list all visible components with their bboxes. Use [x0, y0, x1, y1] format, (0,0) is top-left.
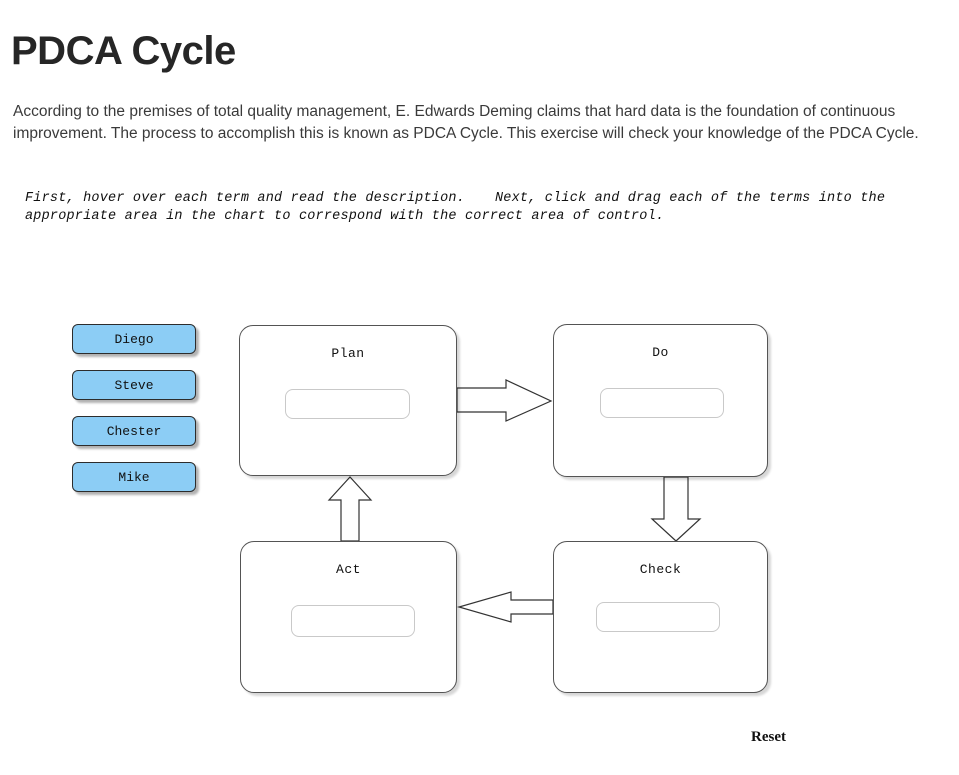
arrow-check-to-act — [456, 591, 554, 623]
stage-box-plan[interactable]: Plan — [239, 325, 457, 476]
dropzone-do[interactable] — [600, 388, 724, 418]
instructions-part-1: First, hover over each term and read the… — [25, 191, 465, 206]
term-button-chester[interactable]: Chester — [72, 416, 196, 446]
arrow-plan-to-do — [456, 379, 553, 422]
stage-label-plan: Plan — [331, 346, 365, 361]
stage-box-act[interactable]: Act — [240, 541, 457, 693]
intro-paragraph: According to the premises of total quali… — [13, 102, 919, 142]
stage-box-check[interactable]: Check — [553, 541, 768, 693]
stage-box-do[interactable]: Do — [553, 324, 768, 477]
term-list: Diego Steve Chester Mike — [72, 324, 200, 508]
page-title: PDCA Cycle — [11, 28, 236, 73]
term-button-mike[interactable]: Mike — [72, 462, 196, 492]
dropzone-check[interactable] — [596, 602, 720, 632]
term-button-steve[interactable]: Steve — [72, 370, 196, 400]
term-button-diego[interactable]: Diego — [72, 324, 196, 354]
stage-label-check: Check — [639, 562, 682, 577]
arrow-do-to-check — [650, 476, 702, 542]
dropzone-plan[interactable] — [285, 389, 410, 419]
reset-button[interactable]: Reset — [751, 729, 786, 745]
stage-label-do: Do — [652, 345, 669, 360]
instructions-part-2: Next, click and drag each of the terms i… — [25, 191, 886, 224]
dropzone-act[interactable] — [291, 605, 415, 637]
stage-label-act: Act — [336, 562, 361, 577]
arrow-act-to-plan — [327, 476, 373, 542]
instructions-text: First, hover over each term and read the… — [25, 190, 935, 226]
